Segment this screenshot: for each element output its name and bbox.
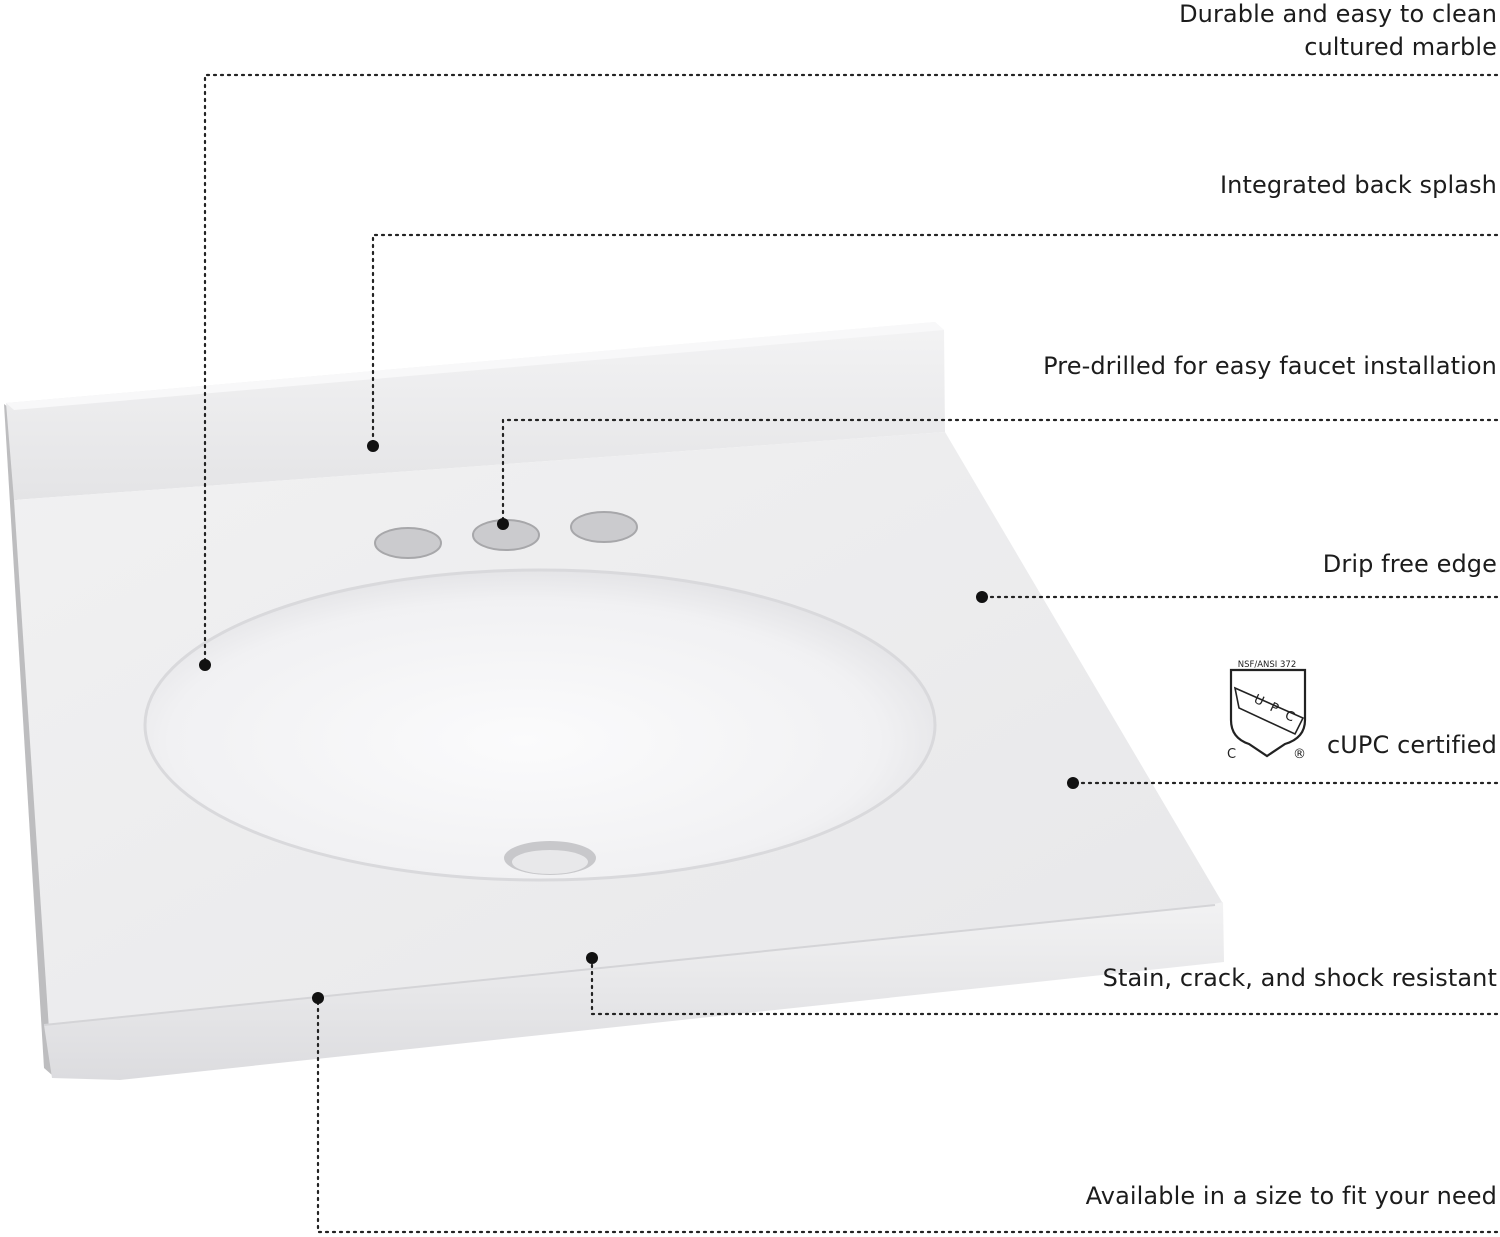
vanity-top (4, 322, 1224, 1080)
left-edge (4, 404, 52, 1075)
label-predrilled: Pre-drilled for easy faucet installation (1043, 352, 1497, 380)
leader-lines (203, 73, 1499, 1234)
faucet-hole-left (374, 527, 442, 559)
dot-marble (199, 659, 211, 671)
front-edge-line (43, 904, 1216, 1026)
label-marble-line1: Durable and easy to clean (1179, 0, 1497, 28)
drain-inner (512, 850, 588, 874)
dot-size (312, 992, 324, 1004)
dot-resistant (586, 952, 598, 964)
splash-top-highlight (6, 322, 944, 410)
basin (145, 570, 935, 880)
cupc-certification-icon: NSF/ANSI 372 U P C C ® (1227, 660, 1307, 762)
badge-shield (1229, 668, 1307, 758)
leader-size (316, 996, 1499, 1234)
faucet-hole-right (570, 511, 638, 543)
label-size: Available in a size to fit your need (1085, 1182, 1497, 1210)
badge-band (1233, 686, 1305, 736)
callout-dots (199, 440, 1079, 1004)
badge-standard: NSF/ANSI 372 (1238, 660, 1297, 670)
label-cupc: cUPC certified (1326, 731, 1497, 759)
leader-predrilled (501, 418, 1499, 524)
label-drip-edge: Drip free edge (1322, 550, 1497, 578)
dot-cupc (1067, 777, 1079, 789)
leader-resistant (590, 956, 1499, 1016)
back-splash (6, 322, 945, 500)
dot-predrilled (497, 518, 509, 530)
label-resistant: Stain, crack, and shock resistant (1102, 964, 1497, 992)
front-edge (44, 902, 1224, 1080)
basin-rim-shadow (143, 568, 937, 882)
label-backsplash: Integrated back splash (1219, 171, 1497, 199)
badge-c-letter: C (1227, 747, 1236, 762)
badge-registered: ® (1293, 747, 1306, 762)
dot-drip-edge (976, 591, 988, 603)
label-marble-line2: cultured marble (1304, 33, 1497, 61)
dot-backsplash (367, 440, 379, 452)
